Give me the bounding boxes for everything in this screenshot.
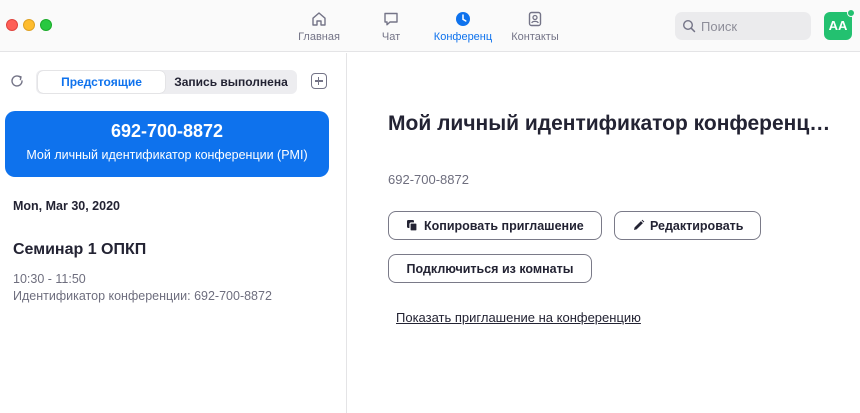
join-from-room-label: Подключиться из комнаты [406,262,574,276]
meeting-time: 10:30 - 11:50 [13,272,86,286]
clock-icon [456,12,470,26]
plus-icon[interactable] [311,73,327,89]
show-invitation-link[interactable]: Показать приглашение на конференцию [396,310,641,325]
meeting-id: Идентификатор конференции: 692-700-8872 [13,289,272,303]
edit-label: Редактировать [650,219,744,233]
edit-button[interactable]: Редактировать [614,211,761,240]
meetings-tab-switcher: Предстоящие Запись выполнена [36,70,297,94]
nav-tab-meetings[interactable]: Конференц [430,8,496,48]
meeting-title[interactable]: Семинар 1 ОПКП [13,241,147,258]
date-header: Mon, Mar 30, 2020 [13,199,120,213]
zoom-window-button[interactable] [40,19,52,31]
copy-icon [407,220,418,232]
status-online-indicator [847,9,855,17]
pencil-icon [634,219,645,230]
refresh-icon[interactable] [9,73,25,89]
meetings-list-panel: Предстоящие Запись выполнена 692-700-887… [0,53,347,413]
copy-invitation-label: Копировать приглашение [424,219,584,233]
search-box[interactable] [675,12,811,40]
tab-recorded[interactable]: Запись выполнена [174,75,288,89]
pmi-name: Мой личный идентификатор конференции (PM… [26,148,308,162]
join-from-room-button[interactable]: Подключиться из комнаты [388,254,592,283]
pmi-number: 692-700-8872 [110,121,224,141]
meeting-number: 692-700-8872 [388,172,469,187]
nav-tab-label: Контакты [511,31,559,43]
nav-tab-label: Чат [381,31,401,43]
search-icon [682,19,696,33]
nav-tab-chat[interactable]: Чат [372,8,410,48]
title-bar: Главная Чат Конференц Контакты AA [0,0,860,52]
nav-tab-home[interactable]: Главная [296,8,342,48]
pmi-meeting-card[interactable]: 692-700-8872 Мой личный идентификатор ко… [5,111,329,177]
contacts-icon [528,11,542,27]
minimize-window-button[interactable] [23,19,35,31]
close-window-button[interactable] [6,19,18,31]
avatar[interactable]: AA [824,12,852,40]
nav-tab-contacts[interactable]: Контакты [507,8,563,48]
chat-icon [384,12,398,26]
nav-tab-label: Конференц [433,31,493,43]
search-input[interactable] [701,16,805,36]
tab-upcoming[interactable]: Предстоящие [38,71,165,93]
nav-tab-label: Главная [298,31,340,43]
home-icon [312,12,326,26]
page-title: Мой личный идентификатор конференции (PM… [388,112,843,135]
copy-invitation-button[interactable]: Копировать приглашение [388,211,602,240]
